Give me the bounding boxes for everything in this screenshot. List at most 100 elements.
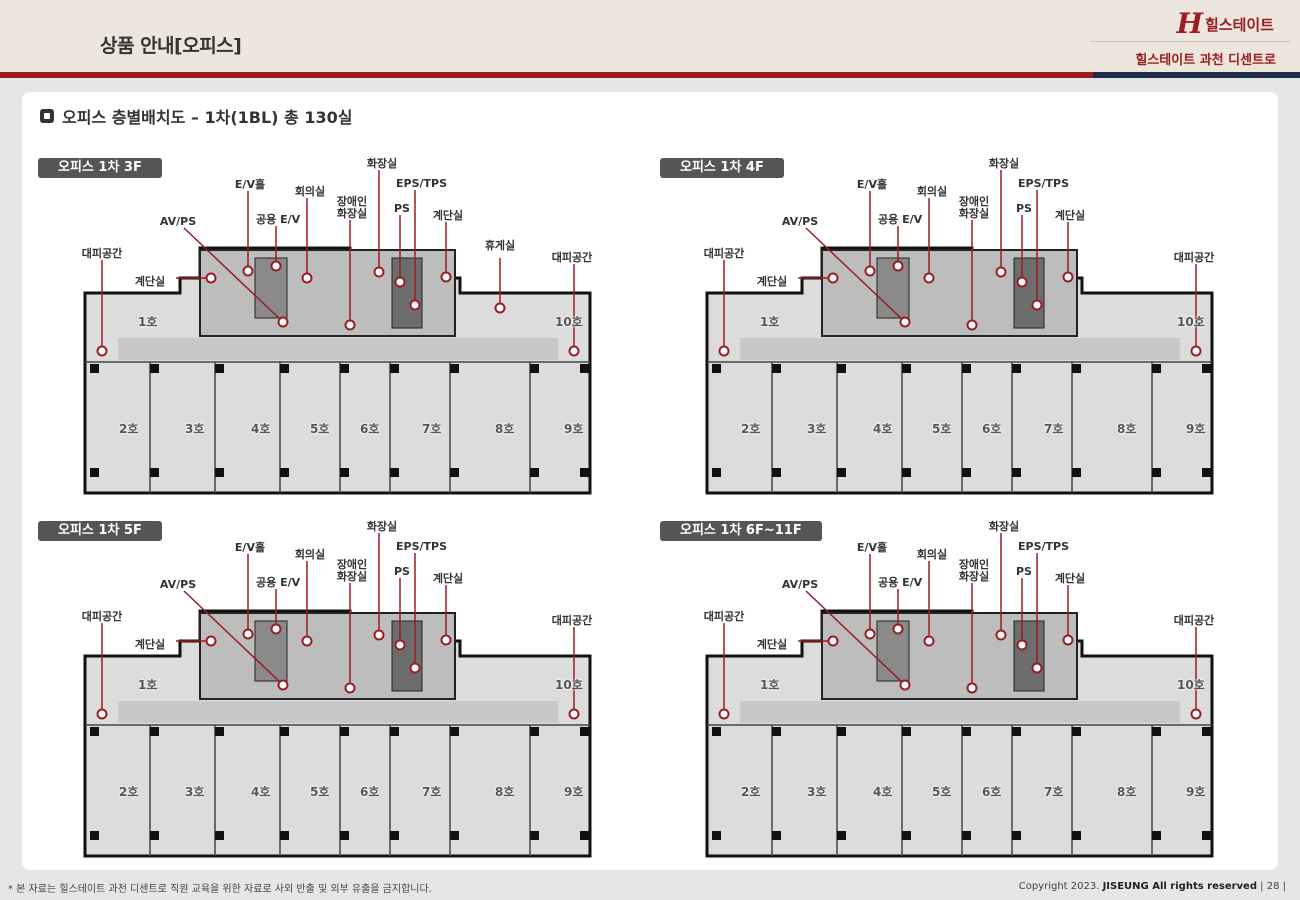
column: [580, 468, 589, 477]
callout-marker: [301, 272, 313, 284]
column: [90, 727, 99, 736]
unit-label: 8호: [495, 422, 515, 436]
callout-label: 회의실: [294, 185, 326, 198]
callout-label: 대피공간: [81, 247, 123, 260]
column: [1012, 831, 1021, 840]
floor-tag: 오피스 1차 5F: [38, 521, 162, 541]
column: [962, 831, 971, 840]
callout-marker: [1190, 708, 1202, 720]
eps-shaft: [391, 620, 423, 692]
callout-label: 대피공간: [551, 251, 593, 264]
column: [90, 831, 99, 840]
unit-label: 3호: [185, 422, 205, 436]
column: [215, 364, 224, 373]
unit-label: 6호: [982, 422, 1002, 436]
column: [712, 727, 721, 736]
floor-plan-drawing: [705, 533, 1214, 858]
copyright-owner: JISEUNG All rights reserved: [1102, 881, 1257, 892]
callout-marker: [440, 634, 452, 646]
callout-marker: [394, 276, 406, 288]
column: [1202, 468, 1211, 477]
unit-label: 2호: [119, 422, 139, 436]
footer-disclaimer: * 본 자료는 힐스테이트 과천 디센트로 직원 교육을 위한 자료로 사외 반…: [8, 884, 432, 895]
unit-label: 4호: [873, 785, 893, 799]
callout-marker: [568, 708, 580, 720]
column: [1012, 364, 1021, 373]
callout-label: AV/PS: [159, 578, 197, 591]
unit-label: 5호: [310, 785, 330, 799]
callout-label: 계단실: [1054, 209, 1086, 222]
unit-label: 1호: [760, 315, 780, 329]
callout-label: EPS/TPS: [1018, 540, 1070, 553]
column: [837, 727, 846, 736]
callout-marker: [923, 635, 935, 647]
unit-label: 9호: [564, 422, 584, 436]
column: [280, 727, 289, 736]
column: [772, 727, 781, 736]
column: [712, 364, 721, 373]
callout-marker: [409, 299, 421, 311]
unit-label: 8호: [1117, 785, 1137, 799]
column: [340, 831, 349, 840]
callout-label: 계단실: [756, 275, 788, 288]
column: [390, 468, 399, 477]
unit-label: 10호: [1177, 678, 1205, 692]
column: [902, 364, 911, 373]
unit-label: 2호: [741, 422, 761, 436]
callout-label: 장애인 화장실: [958, 195, 990, 220]
column: [150, 831, 159, 840]
callout-marker: [277, 316, 289, 328]
callout-label: 화장실: [366, 157, 398, 170]
column: [837, 831, 846, 840]
column: [215, 727, 224, 736]
column: [530, 364, 539, 373]
unit-label: 10호: [1177, 315, 1205, 329]
column: [1202, 364, 1211, 373]
column: [772, 831, 781, 840]
callout-marker: [966, 682, 978, 694]
column: [1072, 468, 1081, 477]
unit-label: 9호: [1186, 785, 1206, 799]
callout-label: E/V홀: [234, 178, 266, 191]
callout-marker: [301, 635, 313, 647]
unit-label: 7호: [422, 422, 442, 436]
eps-shaft: [391, 257, 423, 329]
column: [902, 468, 911, 477]
callout-marker: [892, 623, 904, 635]
callout-label: AV/PS: [781, 215, 819, 228]
callout-label: AV/PS: [159, 215, 197, 228]
callout-line: [805, 227, 906, 323]
column: [712, 468, 721, 477]
floor-plan-drawing: [83, 533, 592, 858]
eps-shaft: [1013, 620, 1045, 692]
callout-label: 대피공간: [1173, 614, 1215, 627]
callout-marker: [1062, 634, 1074, 646]
callout-marker: [899, 679, 911, 691]
unit-label: 5호: [932, 422, 952, 436]
copyright-prefix: Copyright 2023.: [1018, 881, 1103, 892]
callout-marker: [205, 635, 217, 647]
callout-label: AV/PS: [781, 578, 819, 591]
callout-marker: [270, 260, 282, 272]
corridor: [118, 338, 558, 360]
column: [90, 364, 99, 373]
callout-marker: [568, 345, 580, 357]
column: [1202, 727, 1211, 736]
callout-marker: [242, 628, 254, 640]
callout-marker: [718, 708, 730, 720]
unit-label: 10호: [555, 678, 583, 692]
column: [1072, 831, 1081, 840]
callout-marker: [344, 682, 356, 694]
column: [390, 364, 399, 373]
column: [962, 468, 971, 477]
callout-label: 휴게실: [484, 239, 516, 252]
column: [580, 727, 589, 736]
column: [962, 364, 971, 373]
callout-label: 대피공간: [551, 614, 593, 627]
callout-label: 회의실: [916, 548, 948, 561]
column: [280, 468, 289, 477]
callout-marker: [892, 260, 904, 272]
column: [837, 364, 846, 373]
callout-label: 대피공간: [703, 247, 745, 260]
